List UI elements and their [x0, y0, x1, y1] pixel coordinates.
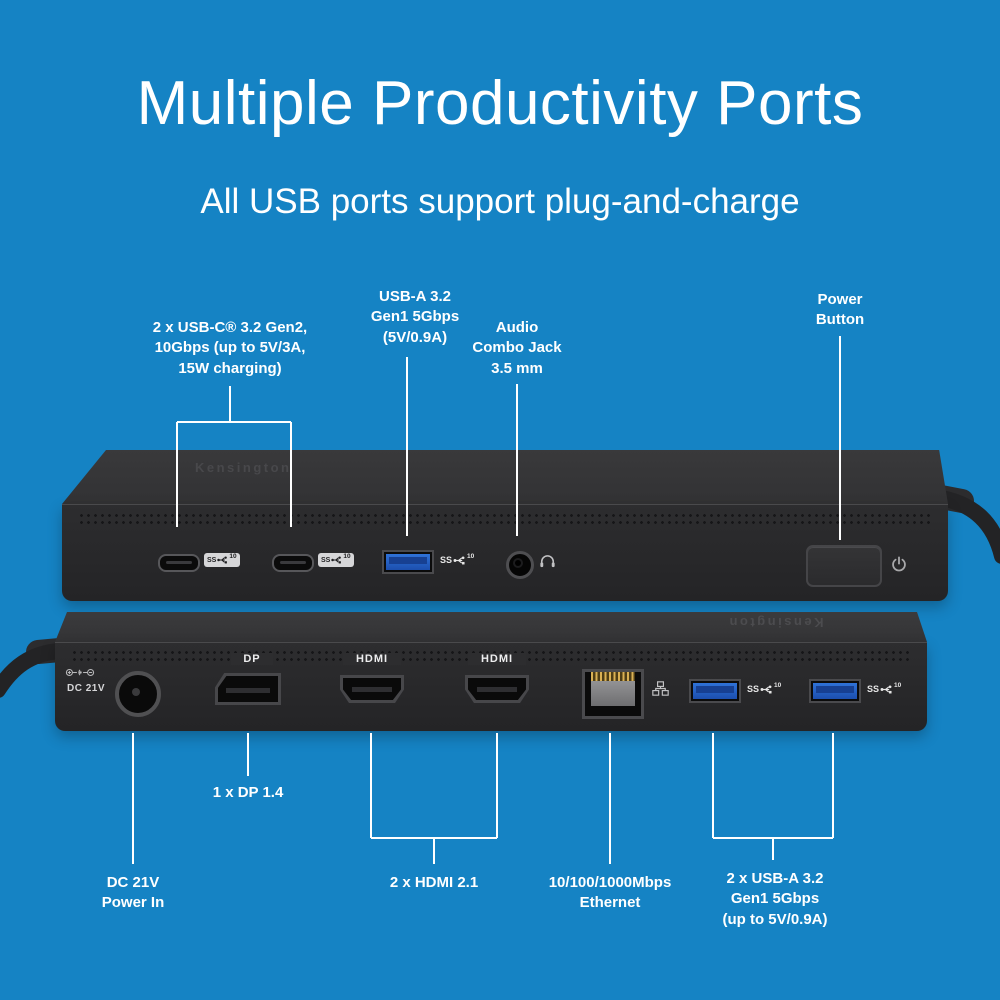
displayport-port	[215, 673, 281, 705]
brand-logo: Kensington	[727, 615, 824, 630]
usb-trident-icon	[453, 556, 465, 565]
dock-front-face: SS 10 SS 10 SS 10	[62, 504, 948, 601]
headphone-icon	[540, 555, 555, 568]
network-icon	[652, 681, 669, 696]
callout-hdmi: 2 x HDMI 2.1	[389, 874, 479, 891]
ss-speed: 10	[343, 552, 351, 560]
callout-audio: Audio Combo Jack 3.5 mm	[472, 319, 562, 377]
callout-usb-a-front: USB-A 3.2 Gen1 5Gbps (5V/0.9A)	[370, 288, 460, 346]
dc-port-label: DC 21V	[66, 683, 105, 694]
dc-power-port	[115, 671, 161, 717]
callout-dc: DC 21V Power In	[101, 874, 165, 912]
hdmi-port-label: HDMI	[468, 653, 526, 665]
ethernet-pins	[591, 672, 635, 681]
power-button	[806, 545, 882, 587]
callout-power-button: Power Button	[815, 291, 865, 329]
ss-text: SS	[207, 556, 217, 564]
usb-trident-icon	[217, 556, 228, 564]
left-cable	[0, 643, 68, 698]
usb-c-port-2	[272, 554, 314, 572]
dock-top-face: Kensington	[55, 612, 927, 642]
dock-rear-view: Kensington DC 21V DP HDMI HDMI	[55, 612, 927, 731]
usb-ss10-badge: SS 10	[318, 553, 354, 567]
power-icon	[892, 556, 906, 572]
usb-a-front-port	[382, 550, 434, 574]
ethernet-port	[582, 669, 644, 719]
callout-usb-a-rear: 2 x USB-A 3.2 Gen1 5Gbps (up to 5V/0.9A)	[722, 870, 828, 928]
page-subtitle: All USB ports support plug-and-charge	[200, 182, 800, 221]
ss-text: SS	[867, 684, 880, 694]
hdmi-port-label: HDMI	[343, 653, 401, 665]
usb-a-rear-port-2	[809, 679, 861, 703]
usb-ss10-mark: SS 10	[867, 682, 902, 694]
brand-logo: Kensington	[195, 460, 292, 475]
callout-line-hdmi	[370, 733, 498, 864]
usb-trident-icon	[331, 556, 342, 564]
dock-top-face: Kensington	[62, 450, 948, 504]
dc-polarity-icon	[65, 668, 95, 677]
dp-connector	[218, 676, 278, 702]
vent-holes	[78, 512, 932, 527]
usb-a-tongue	[696, 686, 734, 693]
dock-front-view: Kensington SS 10 SS 10 SS 10	[62, 450, 948, 601]
usb-ss10-mark: SS 10	[747, 682, 782, 694]
usb-ss10-mark: SS 10	[440, 553, 475, 565]
callout-usb-c: 2 x USB-C® 3.2 Gen2, 10Gbps (up to 5V/3A…	[152, 319, 308, 377]
usb-trident-icon	[760, 685, 772, 694]
usb-c-port-1	[158, 554, 200, 572]
usb-a-tongue	[816, 686, 854, 693]
dp-port-label: DP	[231, 653, 273, 665]
hdmi-connector	[468, 678, 526, 700]
ss-speed: 10	[229, 552, 237, 560]
dock-rear-face: DC 21V DP HDMI HDMI	[55, 642, 927, 731]
page-title: Multiple Productivity Ports	[136, 69, 864, 138]
ethernet-connector	[591, 676, 635, 706]
usb-ss10-badge: SS 10	[204, 553, 240, 567]
ss-speed: 10	[774, 682, 782, 690]
ss-speed: 10	[467, 553, 475, 561]
callout-dp: 1 x DP 1.4	[212, 784, 284, 801]
usb-a-connector	[386, 554, 430, 570]
usb-a-rear-port-1	[689, 679, 741, 703]
ss-text: SS	[747, 684, 760, 694]
callout-line-usb-a-rear	[712, 733, 834, 860]
ss-text: SS	[321, 556, 331, 564]
ss-speed: 10	[894, 682, 902, 690]
usb-a-connector	[813, 683, 857, 699]
usb-a-connector	[693, 683, 737, 699]
hdmi-connector	[343, 678, 401, 700]
ss-text: SS	[440, 555, 453, 565]
audio-combo-jack	[506, 551, 534, 579]
callout-ethernet: 10/100/1000Mbps Ethernet	[548, 874, 672, 912]
usb-a-tongue	[389, 557, 427, 564]
usb-trident-icon	[880, 685, 892, 694]
hdmi-port-2	[465, 675, 529, 703]
hdmi-port-1	[340, 675, 404, 703]
